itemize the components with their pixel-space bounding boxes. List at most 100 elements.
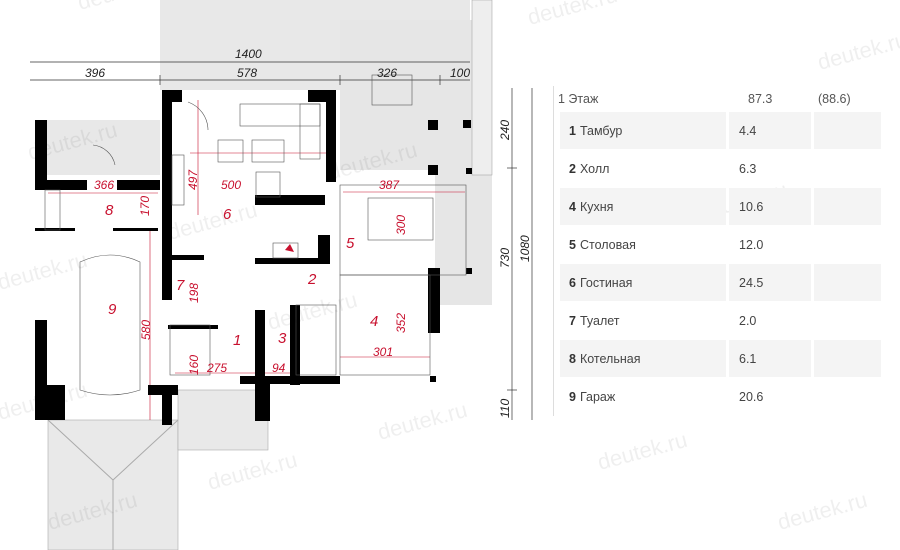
- room-number: 9: [569, 389, 576, 404]
- room-area-cell: 10.6: [729, 188, 811, 225]
- dimension-lines: [30, 61, 533, 420]
- dim-left: 396: [85, 66, 105, 80]
- svg-text:9: 9: [108, 301, 117, 318]
- dim-middle: 578: [237, 66, 257, 80]
- room-number: 1: [569, 123, 576, 138]
- inner-dimension-lines: [48, 100, 465, 420]
- dim-right-bottom: 110: [498, 399, 512, 418]
- empty-cell: [814, 150, 881, 187]
- svg-text:352: 352: [394, 313, 408, 333]
- svg-text:1: 1: [233, 332, 241, 349]
- room-name: Холл: [579, 161, 610, 176]
- terrace-right: [340, 20, 473, 170]
- room-area-cell: 2.0: [739, 313, 757, 328]
- dim-right-top: 240: [498, 120, 512, 141]
- room-name: Столовая: [579, 237, 636, 252]
- svg-text:387: 387: [379, 178, 400, 192]
- svg-text:497: 497: [186, 169, 200, 190]
- svg-text:deutek.ru: deutek.ru: [75, 0, 170, 15]
- room-name: Кухня: [579, 199, 614, 214]
- svg-text:580: 580: [139, 320, 153, 340]
- room-name: Гостиная: [579, 275, 633, 290]
- room-area-cell: 6.3: [739, 161, 757, 176]
- svg-text:500: 500: [221, 178, 241, 192]
- terrace-top-right: [345, 0, 470, 20]
- terrace-left: [45, 120, 160, 175]
- room-area-cell: 24.5: [729, 264, 811, 301]
- svg-text:6: 6: [223, 206, 232, 223]
- svg-text:deutek.ru: deutek.ru: [525, 0, 620, 30]
- planter: [471, 0, 493, 176]
- room-name: Гараж: [579, 389, 616, 404]
- svg-text:deutek.ru: deutek.ru: [375, 397, 470, 445]
- svg-text:3: 3: [278, 330, 287, 347]
- empty-cell: [814, 226, 881, 263]
- floor-total-area: (88.6): [818, 91, 851, 106]
- svg-text:deutek.ru: deutek.ru: [0, 247, 90, 295]
- room-name: Котельная: [579, 351, 641, 366]
- furniture: [44, 74, 467, 396]
- svg-text:7: 7: [176, 277, 185, 294]
- svg-text:160: 160: [187, 355, 201, 375]
- empty-cell: [814, 340, 881, 377]
- room-number: 2: [569, 161, 576, 176]
- room-numbers: 1 2 3 4 5 6 7 8 9: [105, 202, 378, 349]
- svg-text:5: 5: [346, 235, 355, 252]
- svg-text:366: 366: [94, 178, 114, 192]
- room-number: 7: [569, 313, 576, 328]
- svg-text:275: 275: [206, 361, 227, 375]
- dim-total-width: 1400: [235, 47, 262, 61]
- svg-text:deutek.ru: deutek.ru: [595, 427, 690, 475]
- dim-right-total: 1080: [518, 235, 532, 262]
- table-header: 1 Этаж 87.3 (88.6): [554, 86, 890, 111]
- svg-text:4: 4: [370, 313, 378, 330]
- room-area-cell: 20.6: [739, 389, 764, 404]
- empty-cell: [814, 378, 881, 415]
- empty-cell: [814, 112, 881, 149]
- svg-text:2: 2: [307, 271, 317, 288]
- svg-text:170: 170: [138, 196, 152, 216]
- floor-label: 1 Этаж: [558, 91, 599, 106]
- room-number: 6: [569, 275, 576, 290]
- dim-right-middle: 730: [498, 248, 512, 268]
- svg-text:deutek.ru: deutek.ru: [775, 487, 870, 535]
- floor-area: 87.3: [748, 91, 773, 106]
- terrace-side: [435, 170, 492, 305]
- svg-text:8: 8: [105, 202, 114, 219]
- terrace-top: [160, 0, 345, 90]
- svg-text:301: 301: [373, 345, 393, 359]
- room-area-cell: 6.1: [729, 340, 811, 377]
- empty-cell: [814, 264, 881, 301]
- room-area-cell: 4.4: [729, 112, 811, 149]
- svg-text:deutek.ru: deutek.ru: [265, 287, 360, 335]
- svg-text:deutek.ru: deutek.ru: [815, 27, 900, 75]
- dim-edge: 100: [450, 66, 470, 80]
- fireplace-icon: [285, 244, 294, 252]
- room-number: 4: [569, 199, 576, 214]
- svg-text:deutek.ru: deutek.ru: [165, 197, 260, 245]
- empty-cell: [814, 188, 881, 225]
- empty-cell: [814, 302, 881, 339]
- svg-text:300: 300: [394, 215, 408, 235]
- svg-text:94: 94: [272, 361, 286, 375]
- porch: [177, 389, 269, 451]
- room-area-cell: 12.0: [739, 237, 764, 252]
